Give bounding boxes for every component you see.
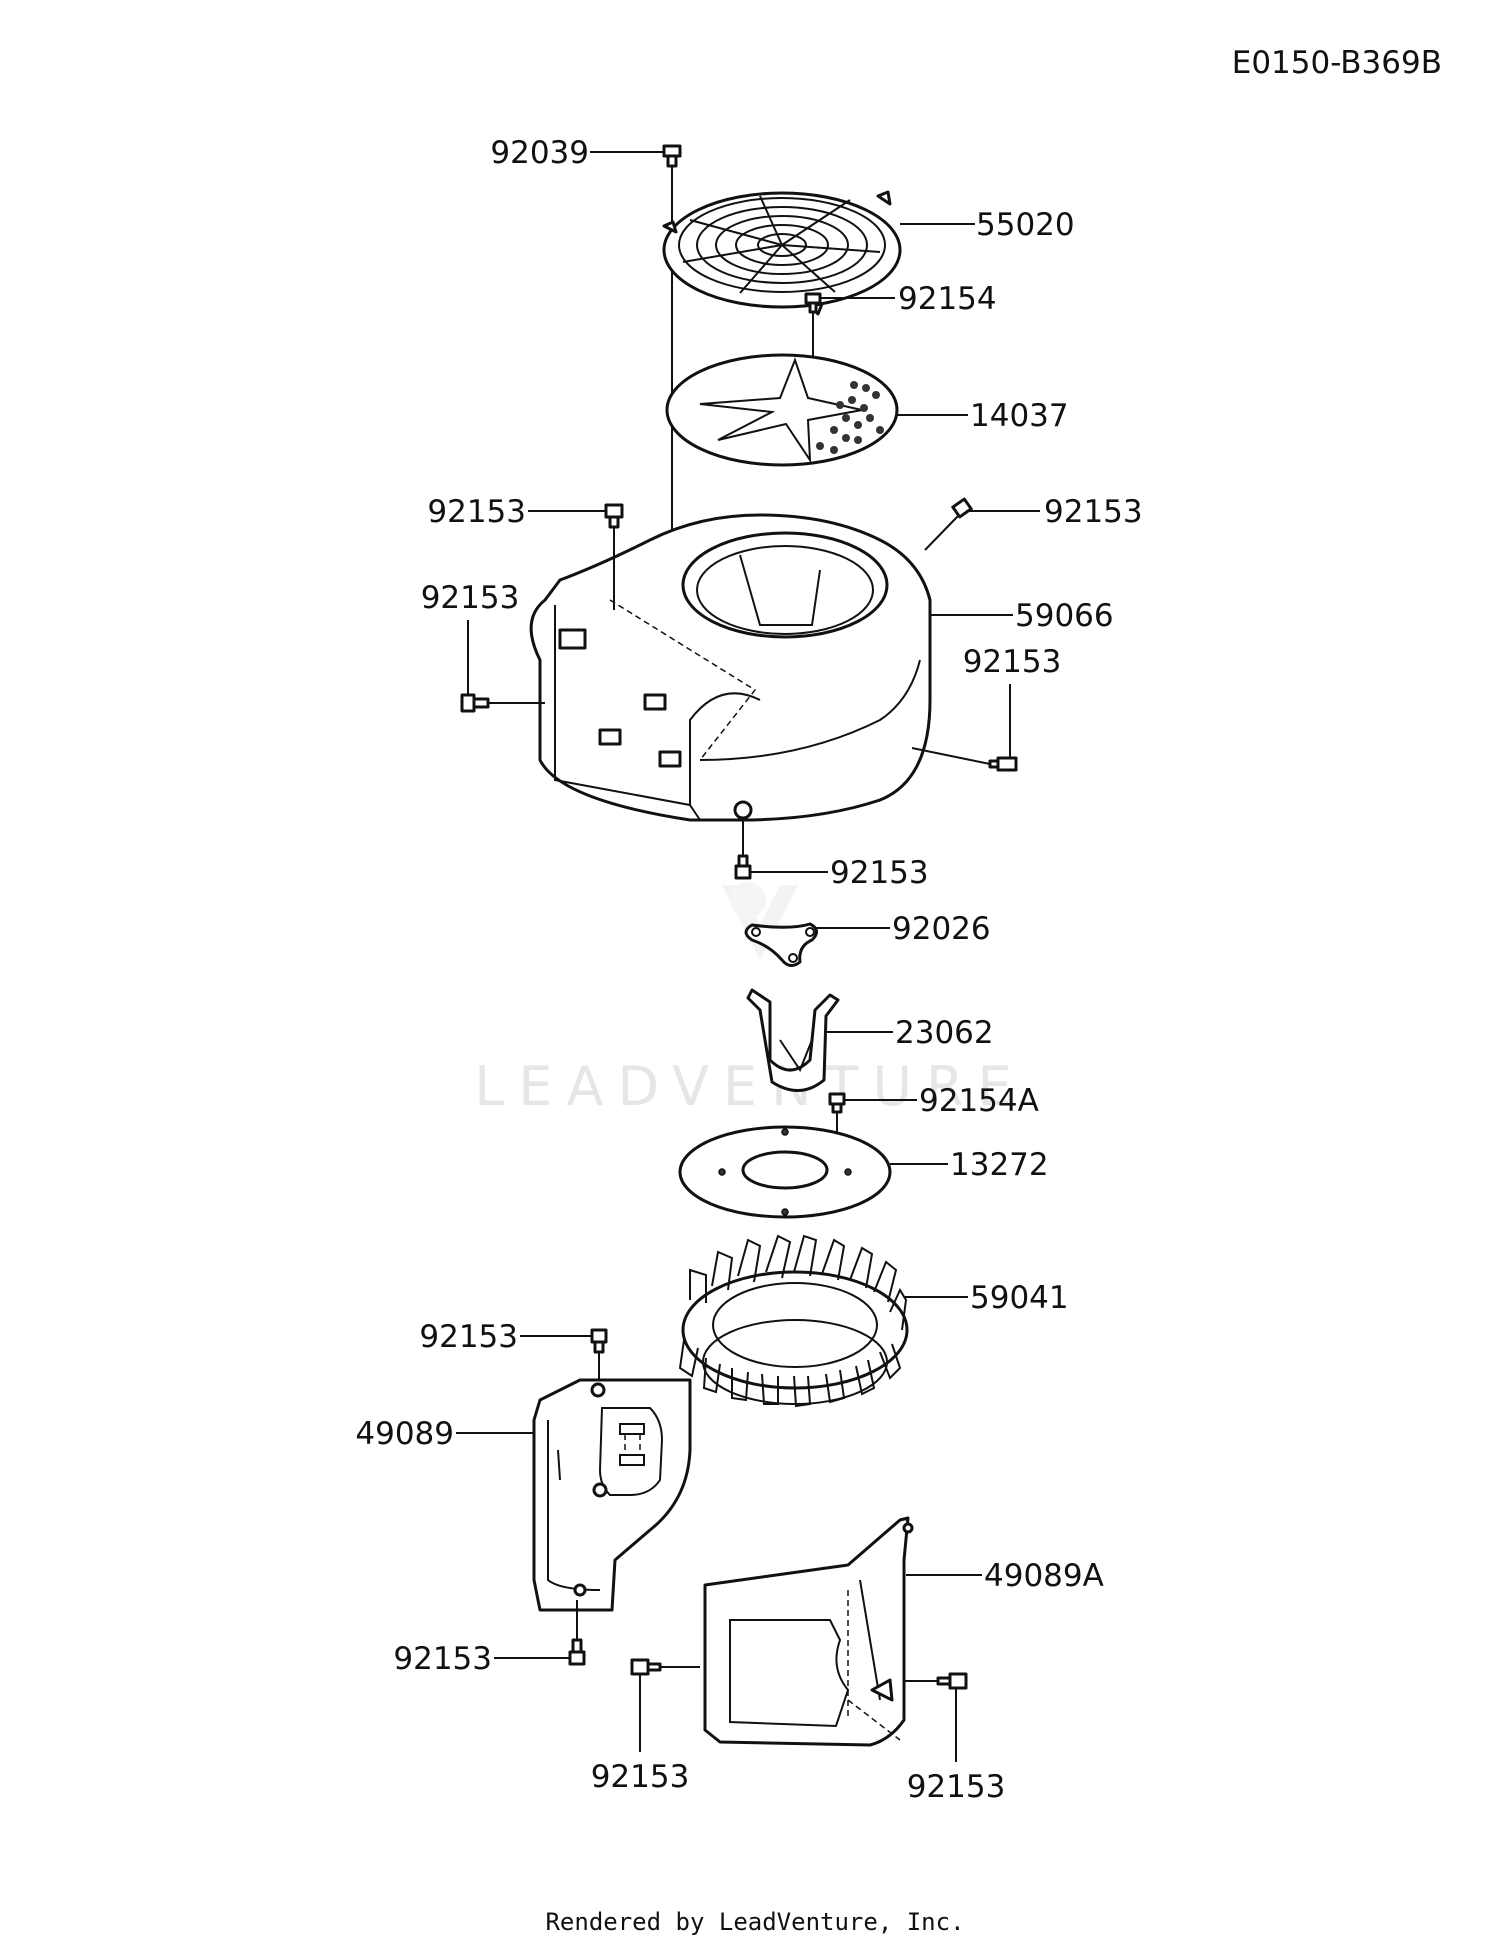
part-59041-fan[interactable] bbox=[678, 1234, 909, 1408]
callout-59066[interactable]: 59066 bbox=[1015, 598, 1114, 634]
callout-49089A[interactable]: 49089A bbox=[984, 1558, 1104, 1594]
callout-92153-lower-left[interactable]: 92153 bbox=[591, 1759, 690, 1795]
part-92153-bolt-right[interactable] bbox=[988, 756, 1018, 772]
callout-92153-top-right[interactable]: 92153 bbox=[1044, 494, 1143, 530]
callout-92153-shield-top[interactable]: 92153 bbox=[419, 1319, 518, 1355]
callout-55020[interactable]: 55020 bbox=[976, 207, 1075, 243]
part-92153-bolt-top-right[interactable] bbox=[951, 497, 973, 519]
part-92153-bolt-shield-top[interactable] bbox=[590, 1328, 608, 1354]
part-92153-bolt-shield-bottom[interactable] bbox=[568, 1638, 586, 1666]
part-92153-bolt-top-left[interactable] bbox=[604, 503, 624, 529]
part-14037-screen-plate[interactable] bbox=[665, 353, 899, 467]
part-59066-blower-housing[interactable] bbox=[529, 513, 932, 822]
part-23062-bracket[interactable] bbox=[746, 988, 840, 1092]
part-55020-fan-guard[interactable] bbox=[662, 190, 902, 316]
part-49089-shield[interactable] bbox=[532, 1378, 692, 1612]
callout-49089[interactable]: 49089 bbox=[355, 1416, 454, 1452]
callout-92153-right[interactable]: 92153 bbox=[963, 644, 1062, 680]
part-92154A-screw[interactable] bbox=[828, 1092, 846, 1114]
watermark-text: LEADVENTURE bbox=[474, 1055, 1025, 1118]
part-92153-bolt-bottom[interactable] bbox=[734, 854, 752, 880]
callout-92153-bottom[interactable]: 92153 bbox=[830, 855, 929, 891]
watermark-logo bbox=[722, 882, 798, 960]
callout-59041[interactable]: 59041 bbox=[970, 1280, 1069, 1316]
callout-92153-lower-right[interactable]: 92153 bbox=[907, 1769, 1006, 1805]
callout-92154A[interactable]: 92154A bbox=[919, 1083, 1039, 1119]
callout-92154[interactable]: 92154 bbox=[898, 281, 997, 317]
callout-92153-shield-bottom[interactable]: 92153 bbox=[393, 1641, 492, 1677]
callout-92153-top-left[interactable]: 92153 bbox=[427, 494, 526, 530]
callout-92026[interactable]: 92026 bbox=[892, 911, 991, 947]
part-92039-screw[interactable] bbox=[662, 144, 682, 168]
callout-92039[interactable]: 92039 bbox=[490, 135, 589, 171]
part-92026-plate[interactable] bbox=[744, 922, 818, 967]
part-92153-bolt-lower-right[interactable] bbox=[936, 1672, 968, 1690]
part-92153-bolt-left[interactable] bbox=[460, 693, 490, 713]
callout-23062[interactable]: 23062 bbox=[895, 1015, 994, 1051]
part-13272-plate[interactable] bbox=[678, 1125, 892, 1219]
callout-14037[interactable]: 14037 bbox=[970, 398, 1069, 434]
callout-13272[interactable]: 13272 bbox=[950, 1147, 1049, 1183]
diagram-code: E0150-B369B bbox=[1232, 45, 1442, 81]
part-49089A-lower-shield[interactable] bbox=[703, 1516, 914, 1747]
footer-credit: Rendered by LeadVenture, Inc. bbox=[545, 1908, 964, 1936]
part-92153-bolt-lower-left[interactable] bbox=[630, 1658, 662, 1676]
callout-92153-left[interactable]: 92153 bbox=[421, 580, 520, 616]
